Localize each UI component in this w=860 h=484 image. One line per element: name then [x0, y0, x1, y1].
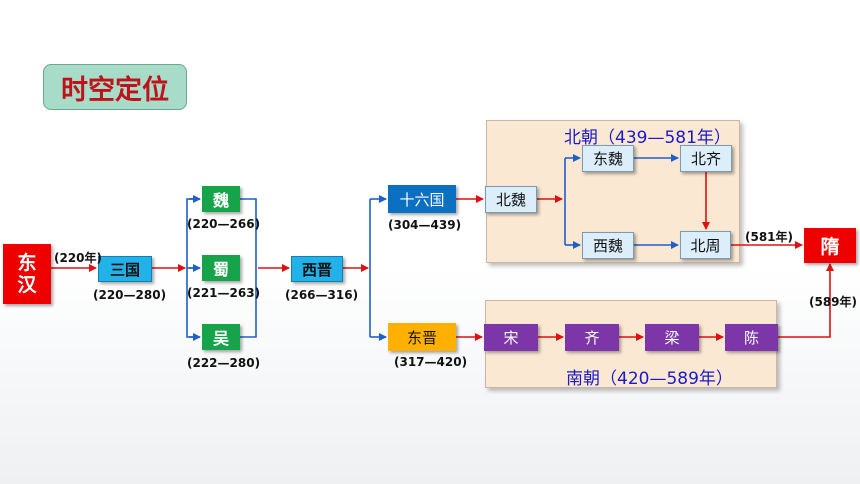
year-xijin: (266—316) — [285, 288, 359, 302]
year-donghan-end: (220年) — [54, 251, 103, 265]
node-sanguo: 三国 — [98, 256, 152, 282]
node-shiliuguo: 十六国 — [388, 185, 456, 213]
node-shu: 蜀 — [202, 255, 240, 281]
node-wu: 吴 — [202, 324, 240, 350]
southern-dynasties-title: 南朝（420—589年） — [566, 369, 733, 389]
arrow-chen-sui — [778, 263, 834, 338]
node-xijin: 西晋 — [291, 256, 343, 282]
node-sui: 隋 — [804, 228, 856, 263]
section-title-badge: 时空定位 — [43, 64, 187, 110]
node-beizhou: 北周 — [680, 231, 731, 259]
bracket-kingdoms-merge — [240, 198, 257, 338]
node-xiwei: 西魏 — [582, 232, 634, 259]
node-liang: 梁 — [645, 324, 699, 351]
year-dongjin: (317—420) — [394, 355, 468, 369]
node-beiqi: 北齐 — [680, 145, 732, 172]
node-qi: 齐 — [565, 324, 619, 351]
node-chen: 陈 — [725, 324, 778, 351]
year-wu: (222—280) — [187, 356, 261, 370]
year-sanguo: (220—280) — [93, 288, 167, 302]
node-dongwei: 东魏 — [582, 145, 634, 172]
year-shiliuguo: (304—439) — [388, 218, 462, 232]
node-wei: 魏 — [202, 186, 240, 212]
node-dongjin: 东晋 — [388, 323, 456, 351]
node-song: 宋 — [484, 324, 538, 351]
node-beiwei: 北魏 — [485, 186, 537, 213]
node-donghan: 东汉 — [3, 244, 51, 304]
northern-dynasties-title: 北朝（439—581年） — [564, 128, 731, 148]
year-sui-south: (589年) — [809, 295, 858, 309]
year-wei: (220—266) — [187, 217, 261, 231]
year-sui-north: (581年) — [745, 230, 794, 244]
year-shu: (221—263) — [187, 286, 261, 300]
